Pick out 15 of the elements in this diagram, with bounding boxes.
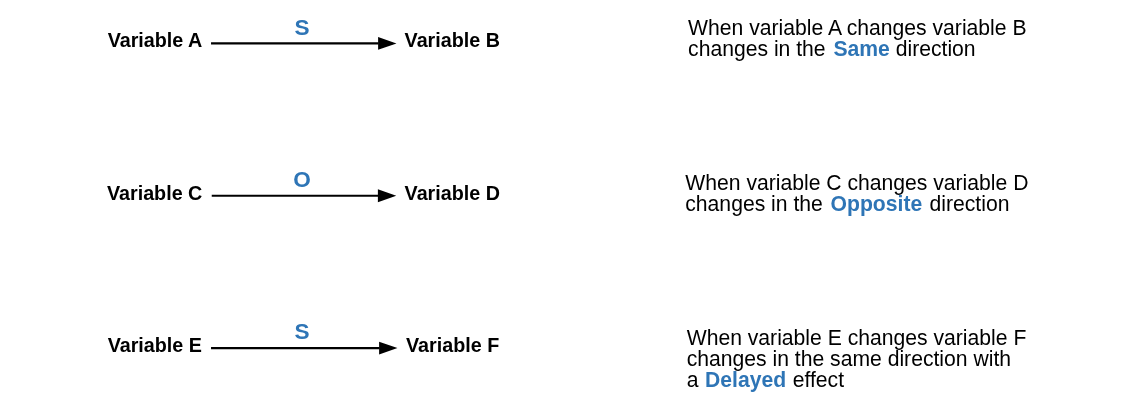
label: When variable C changes variable D changes in the Opposite direction bbox=[684, 171, 1028, 216]
node-text: Variable A bbox=[107, 29, 202, 52]
edge-label: O bbox=[292, 167, 311, 193]
arrow bbox=[210, 341, 397, 355]
edge-label: S bbox=[294, 14, 310, 40]
label: When variable A changes variable B changes in the Same direction bbox=[687, 15, 1027, 61]
node-text: Variable E bbox=[107, 333, 202, 356]
label: When variable E changes variable F changes in the same direction with a Delayed effect bbox=[686, 325, 1026, 391]
node-text: Variable F bbox=[405, 333, 499, 356]
arrow bbox=[211, 189, 396, 203]
node-text: Variable B bbox=[404, 29, 500, 52]
edge-label: S bbox=[294, 319, 310, 345]
node-text: Variable D bbox=[404, 181, 500, 204]
node-text: Variable C bbox=[106, 181, 202, 204]
arrow bbox=[210, 37, 396, 50]
